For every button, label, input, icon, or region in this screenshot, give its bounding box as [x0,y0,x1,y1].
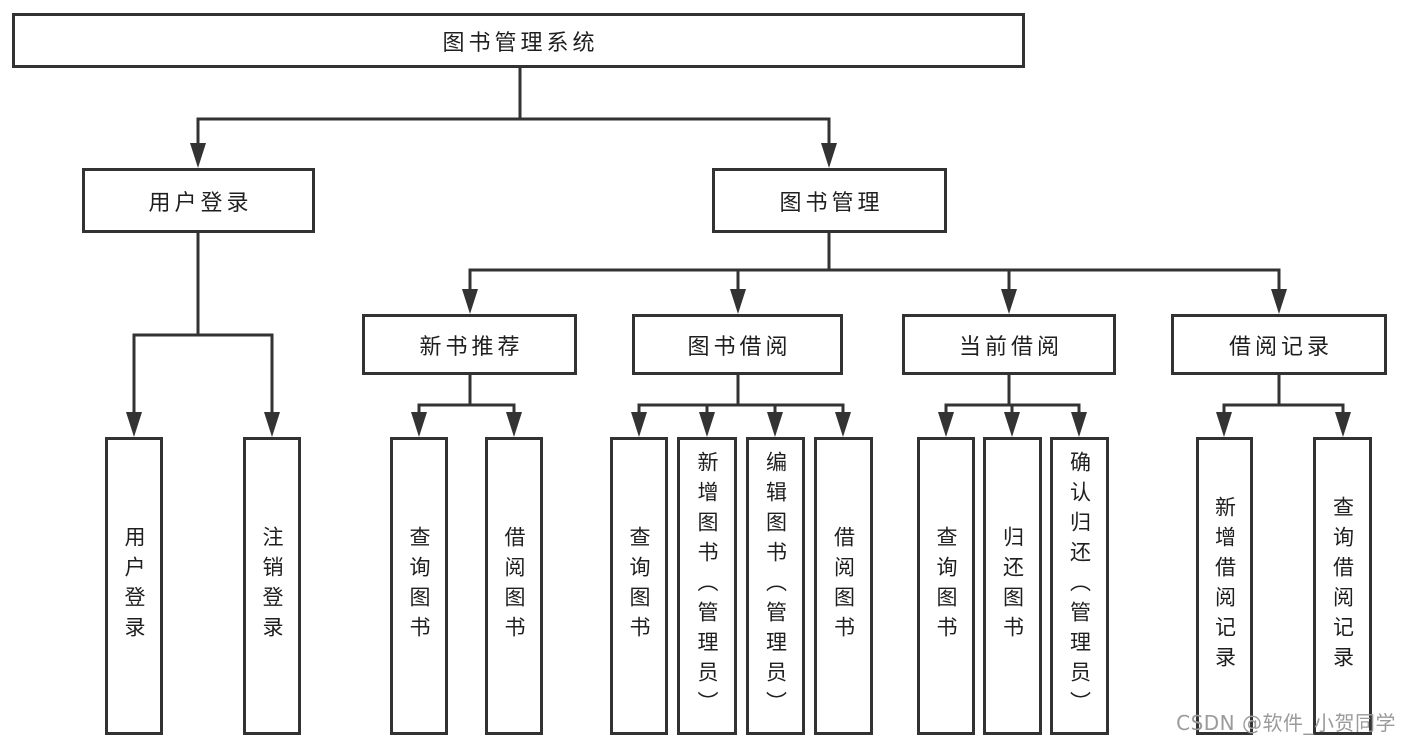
arrow-down-icon [1071,412,1087,437]
arrow-down-icon [1271,289,1287,314]
arrow-down-icon [730,289,746,314]
arrow-down-icon [411,412,427,437]
arrow-down-icon [1216,412,1232,437]
arrow-down-icon [506,412,522,437]
arrow-down-icon [938,412,954,437]
leaf-edit-book-admin: 编辑图书（管理员） [746,437,805,735]
arrow-down-icon [835,412,851,437]
node-label: 图书借阅 [687,334,792,360]
arrow-down-icon [631,412,647,437]
leaf-confirm-return-admin: 确认归还（管理员） [1050,437,1109,735]
leaf-label: 注销登录 [260,526,284,646]
leaf-query-books-1: 查询图书 [390,437,448,735]
node-new-book-recommend: 新书推荐 [362,314,577,375]
csdn-watermark: CSDN @软件_小贺同学 [1176,711,1396,735]
leaf-label: 借阅图书 [502,526,526,646]
node-book-borrow: 图书借阅 [632,314,843,375]
node-label: 用户登录 [148,190,253,216]
node-book-management: 图书管理 [712,168,947,233]
leaf-user-login: 用户登录 [105,437,163,735]
arrow-down-icon [1004,412,1020,437]
arrow-down-icon [264,412,280,437]
leaf-label: 新增图书（管理员） [695,451,719,721]
leaf-label: 查询图书 [934,526,958,646]
leaf-label: 确认归还（管理员） [1067,451,1092,721]
leaf-borrow-books-2: 借阅图书 [814,437,873,735]
leaf-label: 新增借阅记录 [1212,496,1237,676]
connector-borrow-records [1216,373,1351,437]
node-borrow-records: 借阅记录 [1171,314,1387,375]
arrow-down-icon [699,412,715,437]
arrow-down-icon [1335,412,1351,437]
leaf-label: 编辑图书（管理员） [763,451,788,721]
node-label: 图书管理系统 [442,30,599,56]
arrow-down-icon [462,289,478,314]
node-label: 当前借阅 [958,334,1063,360]
leaf-label: 查询图书 [627,526,651,646]
arrow-down-icon [767,412,783,437]
connector-user-login [126,231,280,437]
leaf-query-borrow-record: 查询借阅记录 [1313,437,1372,735]
leaf-add-book-admin: 新增图书（管理员） [677,437,737,735]
node-label: 新书推荐 [419,334,524,360]
leaf-borrow-books-1: 借阅图书 [485,437,543,735]
connector-book-borrow [631,373,851,437]
leaf-label: 查询图书 [407,526,431,646]
leaf-label: 归还图书 [1000,526,1025,646]
node-label: 借阅记录 [1228,334,1333,360]
leaf-label: 借阅图书 [831,526,856,646]
node-user-login: 用户登录 [82,168,315,233]
arrow-down-icon [126,412,142,437]
connector-current-borrow [938,373,1087,437]
node-current-borrow: 当前借阅 [902,314,1116,375]
leaf-query-books-2: 查询图书 [610,437,668,735]
node-label: 图书管理 [779,190,884,216]
connector-root [190,66,837,168]
leaf-label: 查询借阅记录 [1330,496,1355,676]
connector-new-book-recommend [411,373,522,437]
leaf-return-book: 归还图书 [983,437,1042,735]
node-root: 图书管理系统 [12,13,1025,68]
leaf-add-borrow-record: 新增借阅记录 [1196,437,1253,735]
arrow-down-icon [1001,289,1017,314]
leaf-label: 用户登录 [122,526,146,646]
arrow-down-icon [821,143,837,168]
leaf-query-books-3: 查询图书 [917,437,975,735]
connector-book-management [462,231,1287,314]
arrow-down-icon [190,143,206,168]
leaf-logout: 注销登录 [243,437,301,735]
